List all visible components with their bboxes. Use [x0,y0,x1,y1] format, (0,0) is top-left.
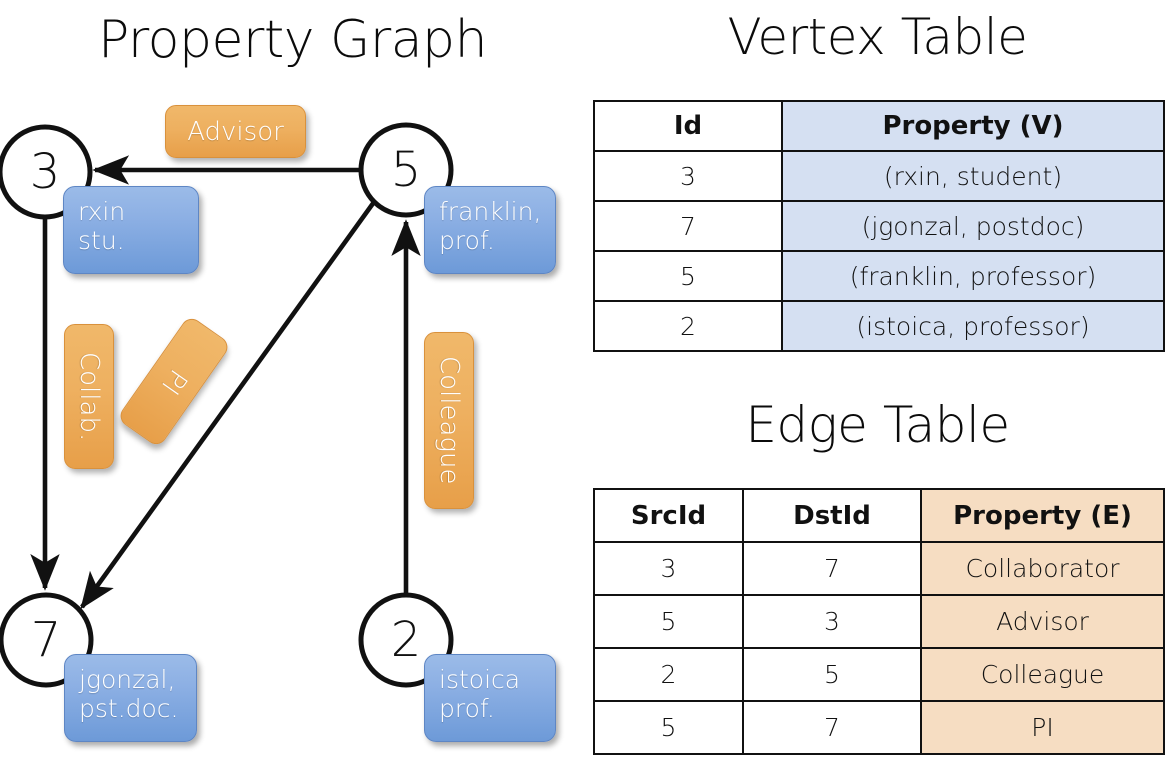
vertex-chip-line: prof. [439,694,495,723]
table-row: 3 7 Collaborator [593,541,1165,596]
node-label-3: 3 [29,144,61,200]
vertex-chip-jgonzal: jgonzal, pst.doc. [64,654,197,742]
vertex-chip-istoica: istoica prof. [424,654,556,742]
node-label-7: 7 [30,612,62,668]
vertex-chip-franklin: franklin, prof. [424,186,556,274]
table-row: 5 7 PI [593,700,1165,755]
vertex-chip-line: pst.doc. [79,694,179,723]
page-title-vertex-table: Vertex Table [727,8,1028,66]
table-row: 2 (istoica, professor) [593,300,1165,352]
property-graph-panel: Property Graph [0,10,556,742]
cell-id: 7 [593,200,783,252]
edge-line-pi [80,200,376,610]
column-header-dstid: DstId [742,488,922,543]
node-label-2: 2 [390,612,422,668]
tables-panel: Vertex Table Id Property (V) 3 (rxin, st… [585,0,1170,760]
vertex-chip-line: istoica [439,665,521,694]
cell-srcid: 2 [593,647,744,702]
cell-property: Collaborator [920,541,1165,596]
cell-property: Colleague [920,647,1165,702]
edge-chip-advisor: Advisor [165,105,306,158]
table-row: 5 (franklin, professor) [593,250,1165,302]
page-title-property-graph: Property Graph [97,10,488,70]
cell-property: Advisor [920,594,1165,649]
column-header-property-v: Property (V) [781,100,1165,152]
vertex-chip-line: jgonzal, [79,665,176,694]
table-header-row: SrcId DstId Property (E) [593,488,1165,543]
vertex-chip-line: rxin [78,197,126,226]
cell-id: 2 [593,300,783,352]
cell-srcid: 5 [593,700,744,755]
edge-chip-colleague: Colleague [424,332,474,509]
vertex-chip-rxin: rxin stu. [63,186,199,274]
table-row: 2 5 Colleague [593,647,1165,702]
cell-dstid: 5 [742,647,922,702]
cell-property: (istoica, professor) [781,300,1165,352]
table-header-row: Id Property (V) [593,100,1165,152]
cell-property: (jgonzal, postdoc) [781,200,1165,252]
cell-property: (franklin, professor) [781,250,1165,302]
cell-property: PI [920,700,1165,755]
cell-srcid: 3 [593,541,744,596]
vertex-table: Id Property (V) 3 (rxin, student) 7 (jgo… [593,100,1165,352]
table-row: 5 3 Advisor [593,594,1165,649]
cell-srcid: 5 [593,594,744,649]
node-label-5: 5 [390,142,422,198]
vertex-chip-line: prof. [439,226,495,255]
table-row: 3 (rxin, student) [593,150,1165,202]
page-title-edge-table: Edge Table [745,396,1010,454]
column-header-srcid: SrcId [593,488,744,543]
vertex-chip-line: franklin, [439,197,542,226]
edge-chip-collab: Collab. [64,324,114,469]
edge-table: SrcId DstId Property (E) 3 7 Collaborato… [593,488,1165,755]
cell-dstid: 7 [742,700,922,755]
vertex-chip-line: stu. [78,226,125,255]
column-header-id: Id [593,100,783,152]
cell-property: (rxin, student) [781,150,1165,202]
cell-id: 5 [593,250,783,302]
column-header-property-e: Property (E) [920,488,1165,543]
table-row: 7 (jgonzal, postdoc) [593,200,1165,252]
cell-dstid: 7 [742,541,922,596]
cell-id: 3 [593,150,783,202]
cell-dstid: 3 [742,594,922,649]
